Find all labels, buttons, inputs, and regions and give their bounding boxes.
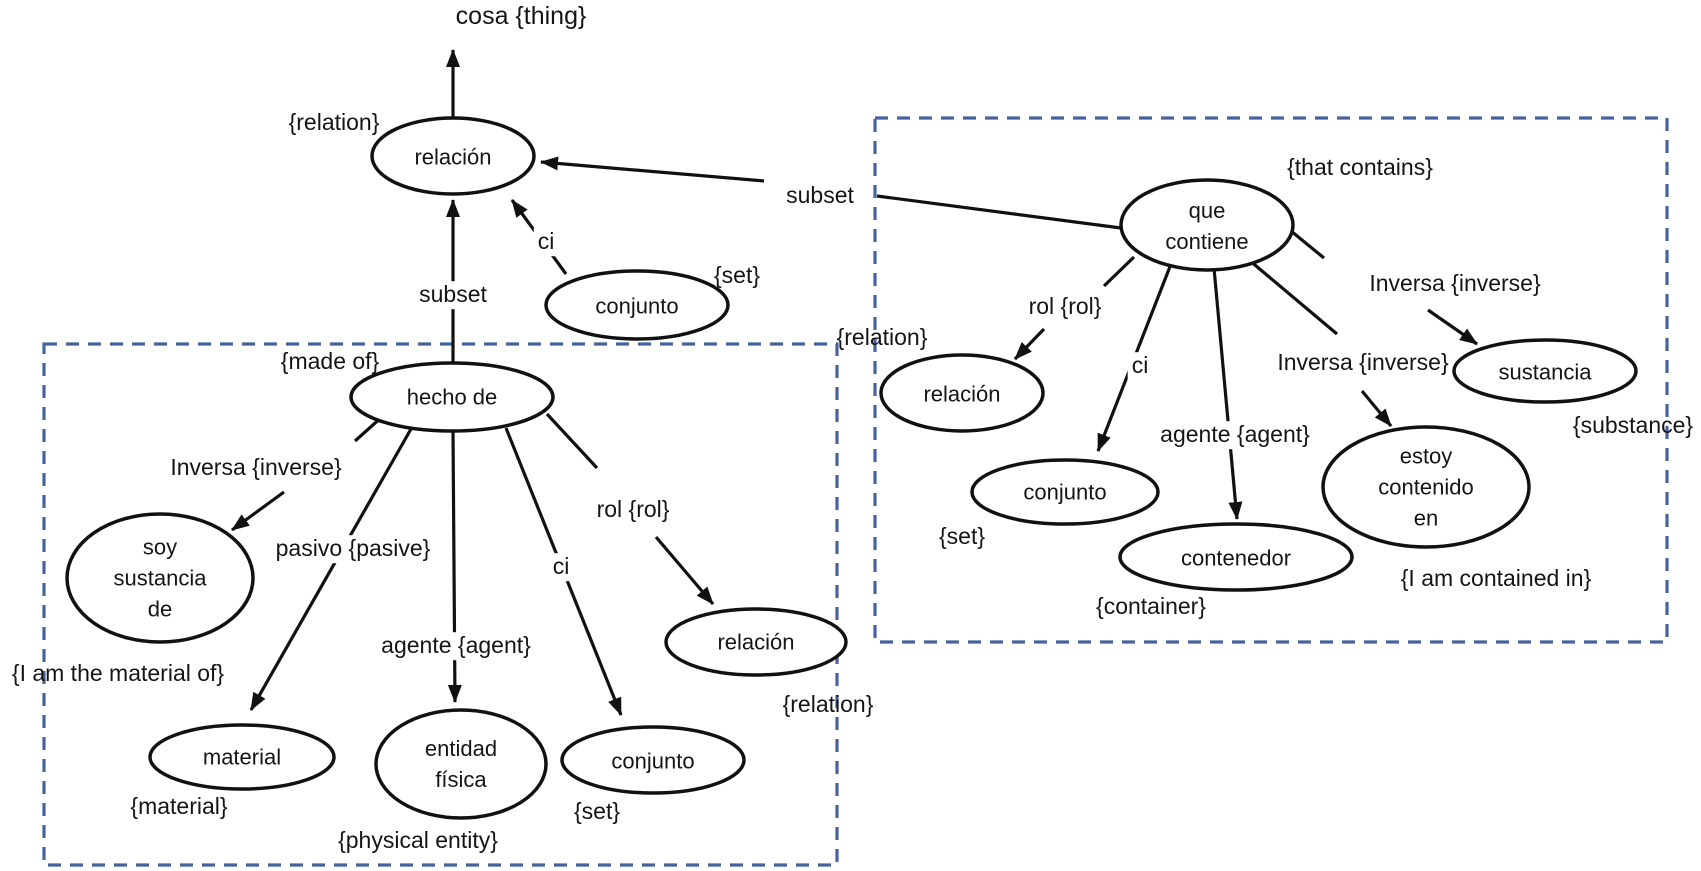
node-relacion-left: relación [717,629,795,655]
node-relacion-top: relación [414,144,492,170]
gloss-set-left: {set} [573,798,621,825]
gloss-i-am-contained-in: {I am contained in} [1400,565,1592,592]
gloss-that-contains: {that contains} [1287,154,1433,181]
ellipse-material [148,723,336,791]
edge-inversa-estoy-stub [1247,258,1339,336]
ellipse-estoy-contenido-en [1321,425,1531,549]
edge-agente-right [1212,267,1243,520]
edge-subset-right-seg2 [540,156,765,183]
edge-rol-left-stub [545,412,599,470]
node-conjunto-right: conjunto [1023,479,1107,505]
gloss-made-of: {made of} [280,348,380,375]
edge-label-ci-left: ci [548,553,574,581]
node-sustancia: sustancia [1498,359,1592,385]
edge-label-rol-right: rol {rol} [1028,293,1102,320]
edge-agente-left [447,430,462,703]
ellipse-relacion-right [879,353,1045,433]
node-hecho-de: hecho de [406,384,498,410]
node-conjunto-left: conjunto [611,748,695,774]
ellipse-conjunto-left [560,725,746,795]
gloss-set-top: {set} [713,262,761,289]
gloss-relation-right: {relation} [836,324,928,351]
node-estoy-contenido-en: estoy contenido en [1378,443,1474,531]
edge-label-inversa-sustancia: Inversa {inverse} [1369,270,1541,297]
edge-label-pasivo: pasivo {pasive} [271,535,435,563]
node-material: material [202,744,282,770]
gloss-material: {material} [130,793,228,820]
ellipse-conjunto-top [544,269,730,341]
ellipse-relacion-top [370,116,536,196]
edge-label-ci-top: ci [533,228,559,256]
gloss-container: {container} [1096,593,1206,620]
edge-label-subset-right: subset [782,182,858,210]
gloss-i-am-the-material-of: {I am the material of} [11,660,225,687]
top-concept-label: cosa {thing} [455,2,587,30]
edge-label-subset-left: subset [415,281,491,309]
edge-label-inversa-left: Inversa {inverse} [170,454,342,481]
edge-inversa-left-arrow [231,490,285,532]
edge-rol-left-arrow [654,535,715,606]
edge-inversa-sustancia-arrow [1427,308,1478,346]
gloss-relation-left: {relation} [782,691,874,718]
edge-pasivo [249,428,413,711]
edge-inversa-sustancia-stub [1289,229,1326,260]
ellipse-conjunto-right [970,458,1160,526]
node-contenedor: contenedor [1180,545,1292,571]
edge-inversa-estoy-arrow [1360,389,1393,428]
ellipse-sustancia [1452,338,1638,404]
edge-rol-right-arrow [1013,327,1046,361]
edge-label-rol-left: rol {rol} [596,496,670,523]
ellipse-que-contiene [1119,178,1295,272]
hecho-de-group-box [42,342,839,867]
node-que-contiene: que contiene [1165,198,1249,254]
ellipse-hecho-de [349,361,555,433]
edge-rol-right-stub [1102,255,1136,288]
edge-label-agente-right: agente {agent} [1156,421,1314,449]
edge-label-agente-left: agente {agent} [377,632,535,660]
ellipse-soy-sustancia-de [65,512,255,644]
gloss-set-right: {set} [938,523,986,550]
gloss-physical-entity: {physical entity} [338,827,498,854]
ellipse-relacion-left [664,607,848,677]
gloss-substance: {substance} [1572,412,1694,439]
node-relacion-right: relación [923,381,1001,407]
ellipse-entidad-fisica [374,708,548,820]
gloss-relation-top: {relation} [288,109,380,136]
edge-label-ci-right: ci [1127,352,1153,380]
ellipse-contenedor [1118,522,1354,592]
que-contiene-group-box [873,116,1669,644]
node-conjunto-top: conjunto [595,293,679,319]
edge-subset-right-seg1 [876,194,1122,230]
node-entidad-fisica: entidad física [424,736,498,792]
edge-label-inversa-estoy: Inversa {inverse} [1277,349,1449,376]
node-soy-sustancia-de: soy sustancia de [113,534,207,622]
